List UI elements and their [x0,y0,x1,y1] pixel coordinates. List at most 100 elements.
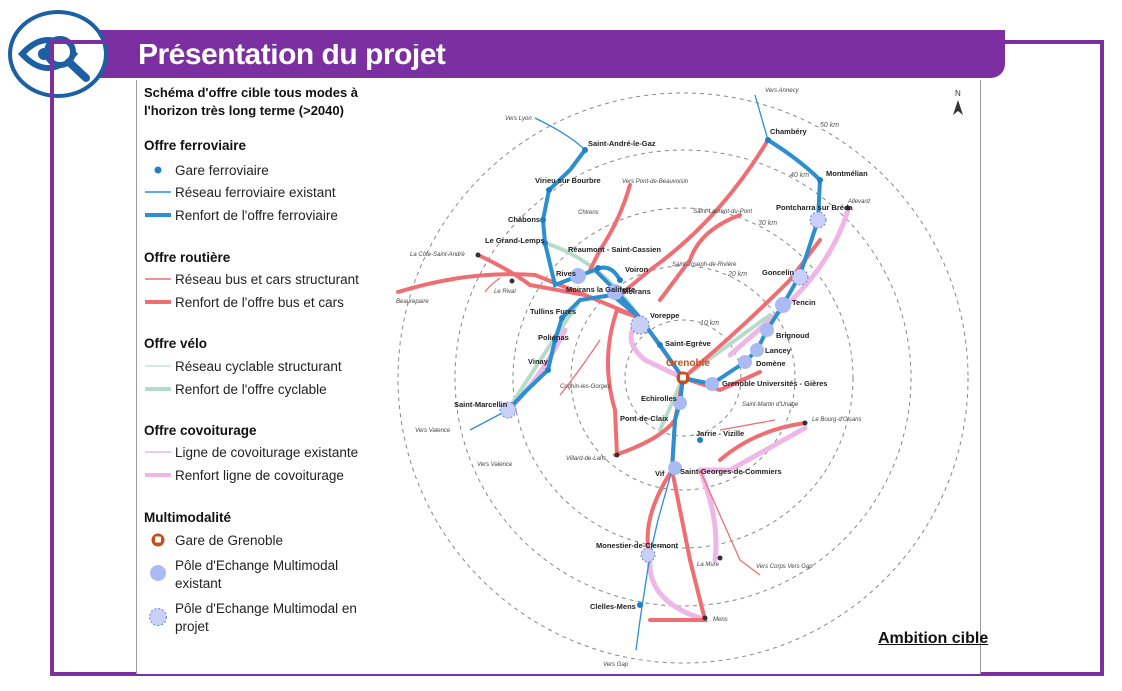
station-label: Saint-Georges-de-Commiers [680,467,782,476]
place-label: Saint-Laurent-du-Pont [693,209,752,215]
station-label: Brignoud [776,331,810,340]
ambition-label: Ambition cible [878,630,989,647]
pem-markers [499,211,827,563]
station-label: Voiron [625,265,649,274]
place-label: La Côte-Saint-André [410,252,465,258]
legend-item: Pôle d'Echange Multimodal existant [175,558,339,591]
station-label-grenoble: Grenoble [666,358,710,369]
station-label: Echirolles [641,394,677,403]
place-label: Le Rival [494,289,516,295]
rail-existing-network [469,94,769,651]
place-label: Vers Lyon [505,116,532,122]
rail-reinforced-icon [145,213,171,217]
legend-title: Schéma d'offre cible tous modes à l'hori… [144,85,359,118]
bike-existing-icon [145,365,171,367]
legend-item: Renfort de l'offre cyclable [175,382,327,397]
carpool-reinforced-icon [145,473,171,477]
legend-heading-multimodal: Multimodalité [144,510,231,525]
legend-panel: Schéma d'offre cible tous modes à l'hori… [136,80,386,674]
station-label: Clelles-Mens [590,602,636,611]
ring-label: 10 km [700,320,719,327]
station-label: Pontcharra sur Bréda [776,203,854,212]
place-label: Chirens [578,210,599,216]
legend-heading-road: Offre routière [144,250,231,265]
place-label: Beaurepaire [396,299,429,305]
station-dots [540,137,823,608]
station-label: Le Grand-Lemps [485,236,545,245]
station-label: Montmélian [826,169,868,178]
station-label: Moirans [622,287,651,296]
place-label: Vers Valence [477,462,513,468]
distance-rings [397,92,969,664]
station-label: Tullins Fures [530,307,576,316]
legend-item: Réseau ferroviaire existant [175,185,336,200]
place-label: La Mure [697,562,720,568]
place-label: Vers Corps Vers Gap [756,564,813,570]
train-station-icon [151,533,165,547]
station-label: Monestier-de-Clermont [596,541,679,550]
place-label: Vers Gap [603,662,629,668]
pem-project-icon [149,608,167,626]
rail-existing-icon [145,191,171,193]
station-dot-icon [154,166,162,174]
ring-label: 20 km [727,271,747,278]
station-label: Réaumont - Saint-Cassien [568,245,661,254]
station-label: Lancey [765,346,792,355]
station-label: Goncelin [762,268,795,277]
place-label: Allevard [847,199,870,205]
place-label: Saint-Martin d'Uriage [742,402,799,408]
station-label: Virieu sur Bourbre [535,176,601,185]
bike-reinforced-icon [145,387,171,391]
station-label: Voreppe [650,311,679,320]
station-label: Saint-Marcellin [454,400,508,409]
map-svg: 10 km 20 km 30 km 40 km 50 km [396,88,969,668]
legend-item: Gare de Grenoble [175,533,284,548]
station-label: Jarrie - Vizille [696,429,744,438]
legend-item: Réseau cyclable structurant [175,359,342,374]
legend-heading-carpool: Offre covoiturage [144,423,257,438]
bus-existing-icon [145,278,171,280]
station-label: Saint-André-le-Gaz [588,139,656,148]
legend-item: Gare ferroviaire [175,163,269,178]
ring-label: 40 km [790,172,809,179]
network-map: 10 km 20 km 30 km 40 km 50 km [384,80,981,674]
legend-item: Renfort ligne de covoiturage [175,468,344,483]
legend-item: Réseau bus et cars structurant [175,272,359,287]
station-label: Vinay [528,357,549,366]
station-label: Rives [556,269,576,278]
place-label: Le Bourg-d'Oisans [812,417,862,423]
content-frame [50,40,1104,676]
legend-item: Renfort de l'offre bus et cars [175,295,344,310]
ring-label: 50 km [820,122,839,129]
legend-heading-bike: Offre vélo [144,336,208,351]
place-labels: Vers Annecy Vers Lyon Vers Pont-de-Beauv… [396,88,870,668]
station-label: Vif [655,469,665,478]
ring-label: 30 km [758,220,777,227]
north-label: N [955,89,961,98]
legend-item: Ligne de covoiturage existante [175,445,359,460]
terminal-dots [475,205,851,621]
station-label: Chambéry [770,127,808,136]
place-label: Cognin-les-Gorges [560,384,610,390]
bus-existing-network [484,277,776,576]
place-label: Saint-Joseph-de-Rivière [672,262,737,268]
pem-existing-icon [150,565,166,581]
legend-item: Renfort de l'offre ferroviaire [175,208,338,223]
grenoble-station-icon [676,371,690,385]
station-label: Poliénas [538,333,569,342]
place-label: Mens [713,617,728,623]
carpool-existing-icon [145,451,171,453]
place-label: Vers Valence [415,428,451,434]
north-arrow-icon: N [953,89,963,115]
station-label: Saint-Egrève [665,339,711,348]
place-label: Vers Annecy [765,88,800,94]
station-label: Moirans la Galifette [566,285,635,294]
bus-reinforced-icon [145,300,171,304]
place-label: Vers Pont-de-Beauvoisin [622,179,689,185]
station-labels: Chambéry Montmélian Pontcharra sur Bréda… [454,127,868,611]
legend-heading-rail: Offre ferroviaire [144,138,247,153]
station-label: Châbons [508,215,540,224]
station-label: Pont-de-Claix [620,414,669,423]
station-label: Tencin [792,298,816,307]
header-banner [85,30,1005,78]
